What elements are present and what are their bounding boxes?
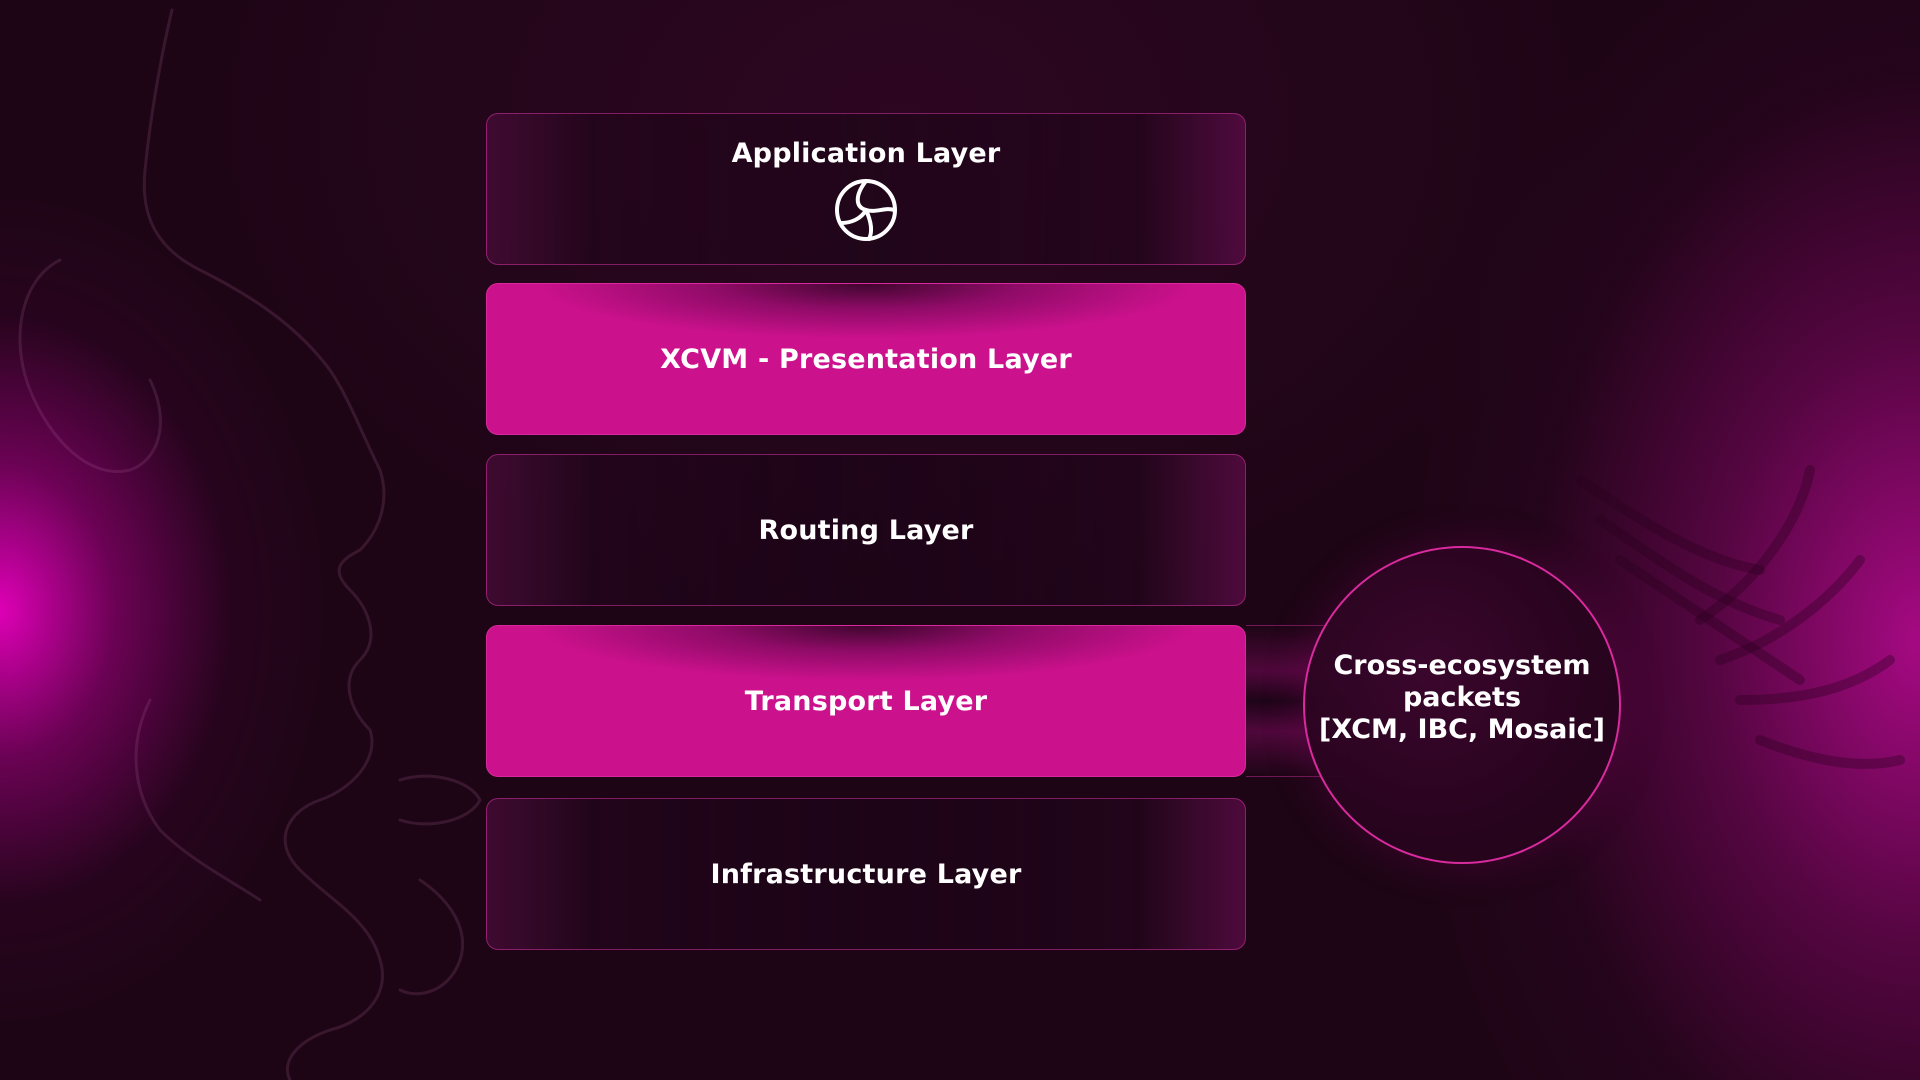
routing-layer-label: Routing Layer (758, 514, 974, 546)
transport-layer-label: Transport Layer (744, 685, 988, 717)
face-chin-outline (398, 878, 465, 996)
packets-line: [XCM, IBC, Mosaic] (1319, 714, 1605, 745)
packets-line: Cross-ecosystem (1333, 650, 1591, 681)
lash-shape (1575, 475, 1765, 575)
face-lip-outline (398, 774, 482, 826)
lash-shape (1735, 655, 1895, 705)
packets-text: Cross-ecosystem packets [XCM, IBC, Mosai… (1319, 650, 1605, 746)
infrastructure-layer-label: Infrastructure Layer (710, 858, 1022, 890)
infrastructure-layer-box: Infrastructure Layer (486, 798, 1246, 950)
packets-circle: Cross-ecosystem packets [XCM, IBC, Mosai… (1303, 546, 1621, 864)
network-logo-icon (835, 179, 897, 241)
presentation-layer-box: XCVM - Presentation Layer (486, 283, 1246, 435)
face-ear-outline (18, 258, 162, 473)
lash-shape (1695, 465, 1815, 625)
application-layer-box: Application Layer (486, 113, 1246, 265)
packets-line: packets (1402, 682, 1522, 713)
lash-shape (1715, 555, 1865, 665)
lash-shape (1615, 555, 1805, 685)
lash-shape (1595, 515, 1785, 625)
transport-layer-box: Transport Layer (486, 625, 1246, 777)
face-jaw-outline (134, 698, 262, 902)
lash-shape (1755, 735, 1905, 769)
routing-layer-box: Routing Layer (486, 454, 1246, 606)
presentation-layer-label: XCVM - Presentation Layer (660, 343, 1072, 375)
application-layer-label: Application Layer (731, 138, 1001, 169)
face-profile-outline (142, 8, 386, 1080)
